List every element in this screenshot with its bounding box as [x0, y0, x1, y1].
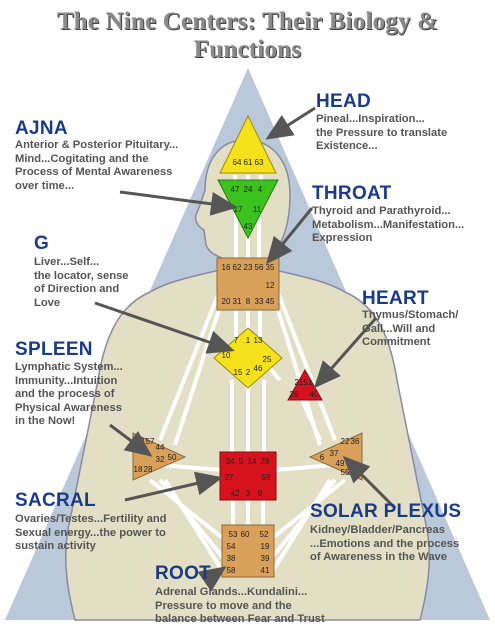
ajna-pointer-arrow [119, 190, 238, 216]
gate-number: 53 [229, 530, 238, 539]
gate-number: 6 [320, 453, 325, 462]
gate-number: 8 [246, 297, 251, 306]
gate-number: 51 [304, 378, 313, 387]
gate-number: 38 [227, 554, 236, 563]
gate-number: 10 [222, 351, 231, 360]
ajna-label: AJNA [15, 118, 68, 139]
gate-number: 41 [261, 566, 270, 575]
solar-plexus-description: Kidney/Bladder/Pancreas...Emotions and t… [310, 524, 460, 564]
g-pointer-arrow [94, 301, 235, 354]
page-title: The Nine Centers: Their Biology & Functi… [56, 8, 439, 63]
gate-number: 26 [290, 390, 299, 399]
gate-number: 27 [225, 473, 234, 482]
gate-number: 60 [241, 530, 250, 539]
gate-number: 32 [156, 455, 165, 464]
gate-number: 44 [156, 443, 165, 452]
gate-number: 39 [261, 554, 270, 563]
solar-plexus-pointer-arrow [342, 455, 397, 510]
gate-number: 12 [266, 281, 275, 290]
gate-number: 24 [244, 185, 253, 194]
root-center [221, 524, 275, 578]
gate-number: 33 [255, 297, 264, 306]
gate-number: 35 [266, 263, 275, 272]
gate-number: 19 [261, 542, 270, 551]
gate-number: 42 [231, 489, 240, 498]
gate-number: 43 [244, 222, 253, 231]
head-description: Pineal...Inspiration...the Pressure to t… [316, 113, 448, 153]
throat-center [216, 257, 280, 311]
gate-number: 50 [168, 453, 177, 462]
gate-number: 64 [233, 158, 242, 167]
throat-pointer-arrow [266, 207, 314, 265]
root-description: Adrenal Glands...Kundalini...Pressure to… [155, 586, 325, 626]
gate-number: 25 [263, 355, 272, 364]
root-pointer-arrow [197, 566, 227, 592]
gate-number: 31 [233, 297, 242, 306]
root-label: ROOT [155, 563, 212, 584]
gate-number: 45 [266, 297, 275, 306]
g-label: G [34, 233, 50, 254]
gate-number: 54 [227, 542, 236, 551]
gate-number: 36 [351, 437, 360, 446]
gate-number: 15 [234, 368, 243, 377]
gate-number: 63 [255, 158, 264, 167]
gate-number: 46 [254, 364, 263, 373]
gate-number: 22 [341, 437, 350, 446]
gate-number: 55 [341, 468, 350, 477]
sacral-label: SACRAL [15, 490, 96, 511]
gate-number: 57 [146, 437, 155, 446]
gate-number: 21 [295, 378, 304, 387]
gate-number: 2 [246, 368, 251, 377]
head-label: HEAD [316, 91, 372, 112]
gate-number: 9 [258, 489, 263, 498]
gate-number: 40 [310, 390, 319, 399]
ajna-description: Anterior & Posterior Pituitary...Mind...… [15, 139, 179, 192]
throat-label: THROAT [312, 183, 392, 204]
spleen-pointer-arrow [109, 423, 153, 457]
gate-number: 17 [234, 205, 243, 214]
gate-number: 61 [244, 158, 253, 167]
gate-number: 20 [222, 297, 231, 306]
heart-label: HEART [362, 288, 429, 309]
gate-number: 47 [231, 185, 240, 194]
gate-number: 49 [336, 459, 345, 468]
sacral-pointer-arrow [124, 471, 223, 502]
gate-number: 28 [144, 465, 153, 474]
gate-number: 18 [134, 465, 143, 474]
gate-number: 16 [222, 263, 231, 272]
gate-number: 14 [248, 457, 257, 466]
head-center [219, 114, 277, 174]
gate-number: 13 [254, 336, 263, 345]
heart-pointer-arrow [314, 317, 378, 389]
channels [148, 175, 347, 577]
gate-number: 3 [246, 489, 251, 498]
gate-number: 37 [330, 449, 339, 458]
gate-number: 4 [258, 185, 263, 194]
gate-number: 1 [246, 336, 251, 345]
gate-number: 5 [239, 457, 244, 466]
head-pointer-arrow [265, 106, 316, 140]
gate-number: 56 [255, 263, 264, 272]
gate-number: 62 [233, 263, 242, 272]
gate-number: 7 [234, 336, 239, 345]
heart-center [287, 368, 323, 401]
gate-number: 11 [253, 205, 262, 214]
sacral-center [219, 451, 277, 501]
throat-description: Thyroid and Parathyroid...Metabolism...M… [312, 205, 465, 245]
gate-number: 29 [261, 457, 270, 466]
gate-number: 59 [262, 473, 271, 482]
gate-number: 58 [227, 566, 236, 575]
spleen-label: SPLEEN [15, 339, 93, 360]
solar-plexus-label: SOLAR PLEXUS [310, 501, 462, 522]
gate-number: 34 [226, 457, 235, 466]
gate-number: 52 [260, 530, 269, 539]
gate-number: 23 [244, 263, 253, 272]
